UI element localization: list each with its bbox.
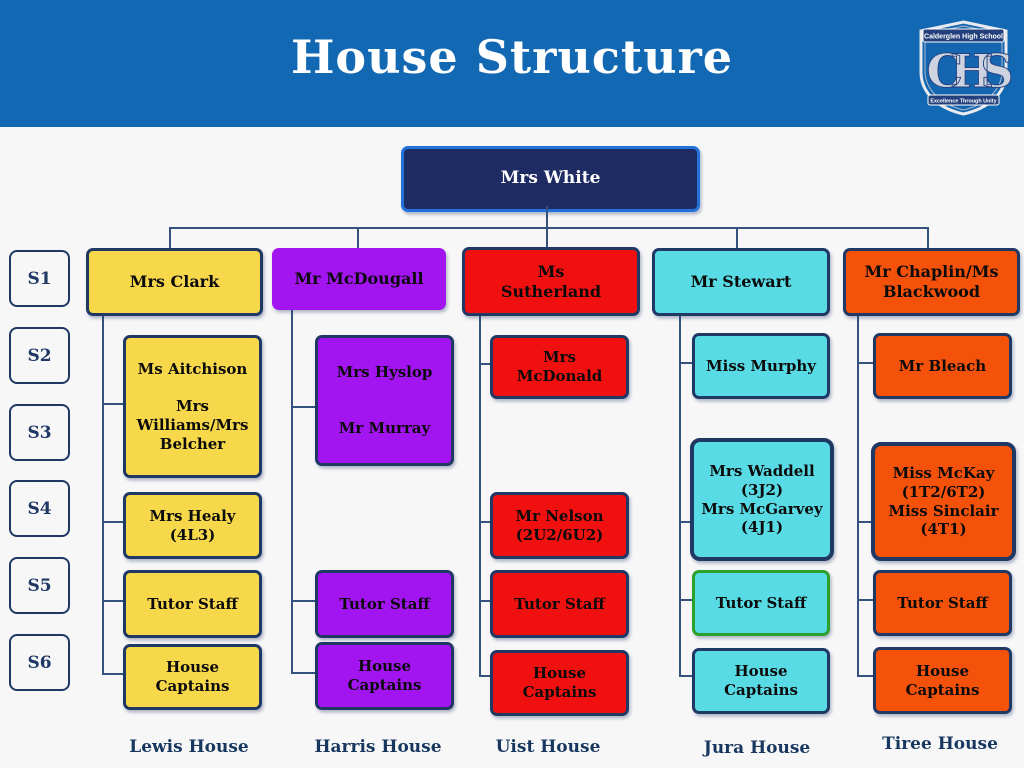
org-box-uist-support: Mr Nelson (2U2/6U2) <box>490 492 629 559</box>
year-label-s4: S4 <box>9 480 70 537</box>
connector-line <box>291 600 315 602</box>
house-name-tiree: Tiree House <box>882 734 998 754</box>
crest-shield <box>919 20 1008 116</box>
connector-line <box>479 521 490 523</box>
connector-line <box>102 403 123 405</box>
connector-line <box>102 600 123 602</box>
year-label-s1: S1 <box>9 250 70 307</box>
org-box-lewis-tutor-staff: Tutor Staff <box>123 570 262 638</box>
connector-line <box>291 406 315 408</box>
connector-line <box>546 228 548 248</box>
crest-motto-ribbon <box>927 94 1000 106</box>
connector-line <box>102 310 104 675</box>
crest-school-name: Calderglen High School <box>924 34 1003 41</box>
org-box-lewis-deputies: Ms Aitchison Mrs Williams/Mrs Belcher <box>123 335 262 478</box>
org-box-tiree-house-captains: House Captains <box>873 647 1012 714</box>
org-box-jura-deputy: Miss Murphy <box>692 333 830 399</box>
org-box-jura-tutor-staff: Tutor Staff <box>692 570 830 636</box>
connector-line <box>679 521 692 523</box>
year-label-s5: S5 <box>9 557 70 614</box>
house-name-lewis: Lewis House <box>129 737 249 757</box>
connector-line <box>479 675 490 677</box>
year-label-s6: S6 <box>9 634 70 691</box>
org-box-uist-deputy: Mrs McDonald <box>490 335 629 399</box>
connector-line <box>927 228 929 248</box>
crest-name-ribbon <box>922 28 1005 43</box>
connector-line <box>857 310 859 677</box>
org-box-harris-tutor-staff: Tutor Staff <box>315 570 454 638</box>
connector-line <box>169 227 929 229</box>
org-box-root: Mrs White <box>401 146 700 212</box>
org-box-lewis-support: Mrs Healy (4L3) <box>123 492 262 559</box>
connector-line <box>679 310 681 677</box>
header-banner: House Structure CHS Calderglen High Scho… <box>0 0 1024 127</box>
connector-line <box>857 599 873 601</box>
org-box-lewis-head: Mrs Clark <box>86 248 263 316</box>
connector-line <box>291 310 293 674</box>
connector-line <box>357 228 359 248</box>
house-name-jura: Jura House <box>703 738 811 758</box>
connector-line <box>102 673 123 675</box>
org-box-tiree-tutor-staff: Tutor Staff <box>873 570 1012 636</box>
crest-motto: Excellence Through Unity <box>930 99 996 105</box>
org-box-tiree-support: Miss McKay (1T2/6T2) Miss Sinclair (4T1) <box>871 442 1016 561</box>
org-box-harris-house-captains: House Captains <box>315 642 454 710</box>
school-crest-logo: CHS Calderglen High School Excellence Th… <box>919 20 1012 116</box>
connector-line <box>102 521 123 523</box>
connector-line <box>479 310 481 677</box>
connector-line <box>479 600 490 602</box>
crest-monogram: CHS <box>926 44 1011 98</box>
connector-line <box>291 672 315 674</box>
org-box-tiree-head: Mr Chaplin/Ms Blackwood <box>843 248 1020 316</box>
connector-line <box>679 675 692 677</box>
org-box-jura-house-captains: House Captains <box>692 648 830 714</box>
org-box-harris-deputies: Mrs Hyslop Mr Murray <box>315 335 454 466</box>
connector-line <box>857 362 873 364</box>
house-name-uist: Uist House <box>495 737 601 757</box>
connector-line <box>679 599 692 601</box>
org-box-root-label: Mrs White <box>500 168 601 189</box>
org-box-lewis-house-captains: House Captains <box>123 644 262 710</box>
org-box-jura-head: Mr Stewart <box>652 248 830 316</box>
org-box-uist-head: Ms Sutherland <box>462 247 640 316</box>
connector-line <box>479 363 490 365</box>
year-label-s2: S2 <box>9 327 70 384</box>
org-box-uist-house-captains: House Captains <box>490 650 629 716</box>
year-label-s3: S3 <box>9 404 70 461</box>
house-name-harris: Harris House <box>314 737 442 757</box>
org-box-uist-tutor-staff: Tutor Staff <box>490 570 629 638</box>
page-title: House Structure <box>290 30 734 84</box>
connector-line <box>169 228 171 248</box>
org-box-harris-head: Mr McDougall <box>272 248 446 310</box>
connector-line <box>679 362 692 364</box>
connector-line <box>857 675 873 677</box>
org-box-tiree-deputy: Mr Bleach <box>873 333 1012 399</box>
crest-shield-inner <box>924 25 1003 111</box>
connector-line <box>736 228 738 248</box>
org-box-jura-support: Mrs Waddell (3J2) Mrs McGarvey (4J1) <box>690 438 834 561</box>
connector-line <box>546 206 548 228</box>
connector-line <box>857 521 873 523</box>
